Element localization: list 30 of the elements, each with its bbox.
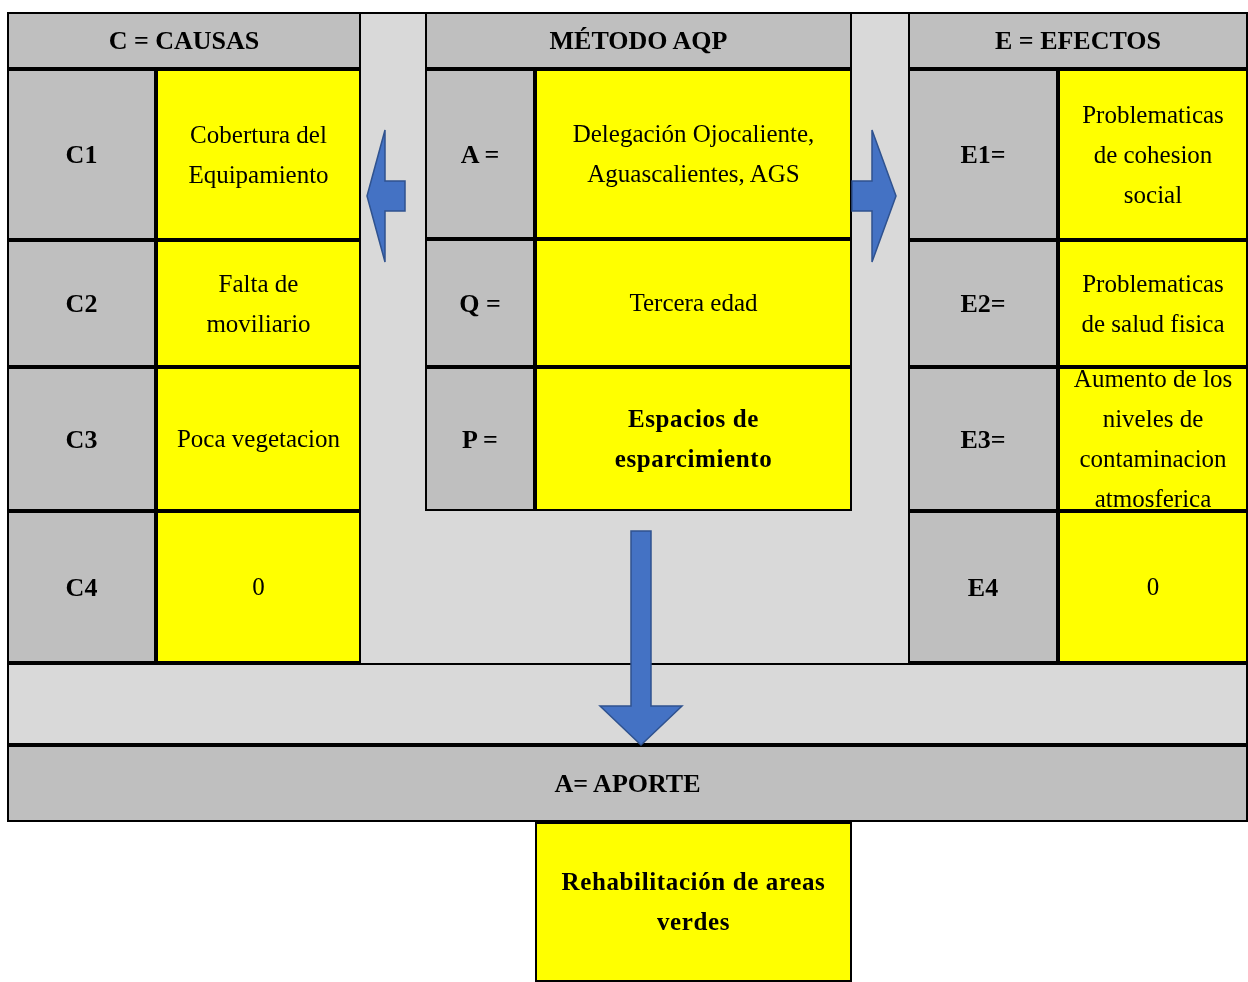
label-cell: P =	[425, 367, 535, 511]
label-cell: Q =	[425, 239, 535, 367]
text-cell: Problematicas de cohesion social	[1058, 69, 1248, 240]
header-cell: E = EFECTOS	[908, 12, 1248, 69]
text-cell: 0	[156, 511, 361, 663]
block-arrow	[851, 129, 897, 263]
label-cell: C3	[7, 367, 156, 511]
label-cell: E2=	[908, 240, 1058, 367]
text-cell: 0	[1058, 511, 1248, 663]
text-cell: Espacios de esparcimiento	[535, 367, 852, 511]
text-cell: Rehabilitación de areas verdes	[535, 822, 852, 982]
label-cell: E4	[908, 511, 1058, 663]
text-cell: Delegación Ojocaliente, Aguascalientes, AGS	[535, 69, 852, 239]
header-cell: MÉTODO AQP	[425, 12, 852, 69]
text-cell: Tercera edad	[535, 239, 852, 367]
text-cell: Cobertura del Equipamiento	[156, 69, 361, 240]
label-cell: C2	[7, 240, 156, 367]
header-cell: A= APORTE	[7, 745, 1248, 822]
text-cell: Poca vegetacion	[156, 367, 361, 511]
label-cell: E3=	[908, 367, 1058, 511]
label-cell: A =	[425, 69, 535, 239]
text-cell: Problematicas de salud fisica	[1058, 240, 1248, 367]
text-cell: Aumento de los niveles de contaminacion atmosferica	[1058, 367, 1248, 511]
label-cell: E1=	[908, 69, 1058, 240]
block-arrow	[598, 530, 684, 747]
text-cell: Falta de moviliario	[156, 240, 361, 367]
header-cell: C = CAUSAS	[7, 12, 361, 69]
label-cell: C4	[7, 511, 156, 663]
label-cell: C1	[7, 69, 156, 240]
block-arrow	[366, 129, 406, 263]
